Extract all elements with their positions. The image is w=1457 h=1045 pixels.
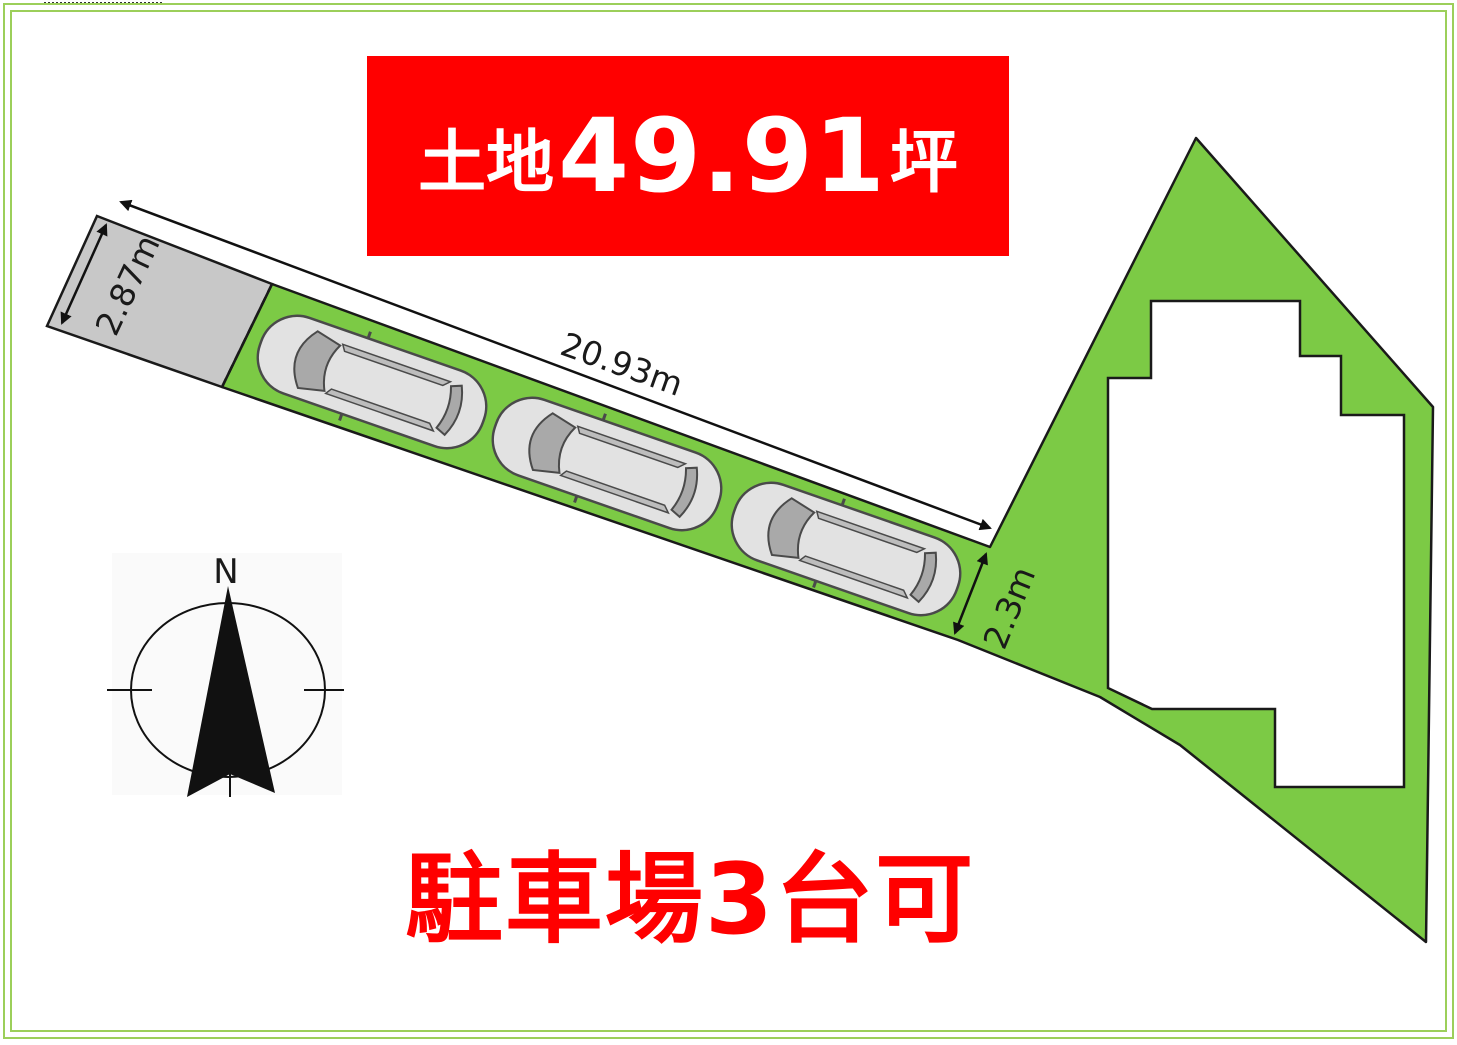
inner-frame (10, 10, 1447, 1032)
north-arrow-icon (187, 586, 275, 797)
compass: N (107, 552, 344, 797)
length-label: 20.93m (556, 325, 688, 404)
left-width-dimension-line (60, 223, 108, 325)
building-footprint (1106, 299, 1406, 789)
length-dimension-line (119, 199, 992, 531)
land-area-prefix: 土地 (418, 123, 555, 203)
land-area-value: 49.91 (558, 96, 886, 216)
land-area-banner: 土地 49.91 坪 (367, 56, 1009, 256)
north-label: N (213, 552, 238, 592)
land-area-unit: 坪 (889, 123, 958, 203)
outer-frame (3, 3, 1454, 1039)
right-width-dimension-line (953, 552, 988, 635)
car-icon (717, 464, 975, 634)
parking-capacity-note: 駐車場3台可 (404, 843, 976, 957)
